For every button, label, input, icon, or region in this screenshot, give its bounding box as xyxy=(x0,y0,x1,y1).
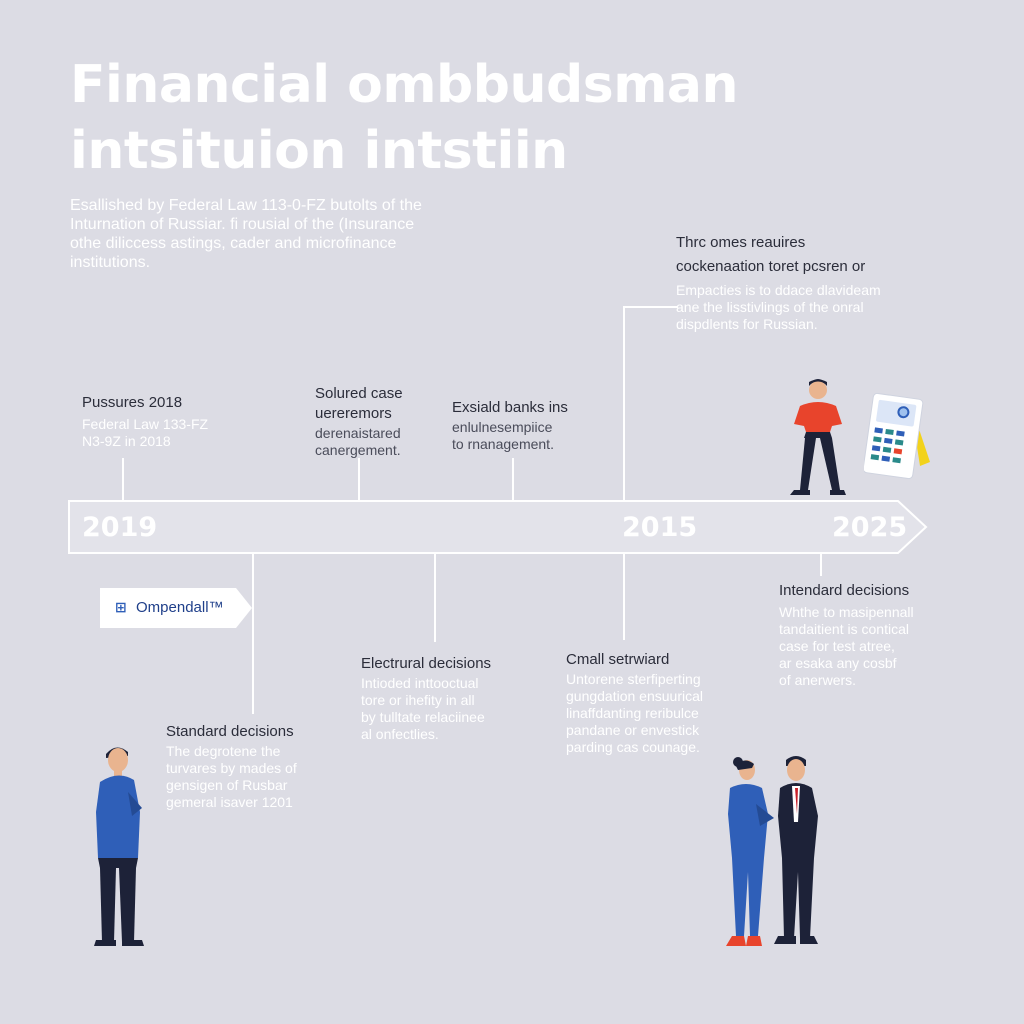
note-body-line: turvares by mades of xyxy=(166,760,297,776)
note-electrural: Electrural decisions Intioded inttooctua… xyxy=(361,655,531,743)
note-body-line: Federal Law 133-FZ xyxy=(82,416,209,432)
note-head: Exsiald banks ins xyxy=(452,399,568,416)
note-body-line: The degrotene the xyxy=(166,743,281,759)
two-people-talking-icon xyxy=(726,756,818,946)
connector xyxy=(624,306,678,308)
note-exsiald: Exsiald banks ins enlulnesempiice to rna… xyxy=(452,399,612,453)
year-label: 2015 xyxy=(622,512,698,543)
note-body-line: canergement. xyxy=(315,442,401,458)
note-head: Thrc omes reauires xyxy=(676,234,806,251)
calculator-icon xyxy=(864,392,930,480)
title-line-1: Financial ombbudsman xyxy=(70,55,738,115)
intro-paragraph: Esallished by Federal Law 113-0-FZ butol… xyxy=(70,196,490,272)
connector xyxy=(358,458,360,500)
man-blue-suit-icon xyxy=(94,747,144,946)
note-head: Pussures 2018 xyxy=(82,394,183,411)
note-body-line: parding cas counage. xyxy=(566,739,700,755)
note-head: Standard decisions xyxy=(166,723,294,740)
note-body-line: dispdlents for Russian. xyxy=(676,316,818,332)
page-title: Financial ombbudsman intsituion intstiin xyxy=(70,52,738,184)
connector xyxy=(122,458,124,500)
note-body-line: of anerwers. xyxy=(779,672,857,688)
note-pussures: Pussures 2018 Federal Law 133-FZ N3-9Z i… xyxy=(82,394,282,450)
note-head: Solured case xyxy=(315,385,403,402)
year-label: 2019 xyxy=(82,512,158,543)
title-line-2: intsituion intstiin xyxy=(70,121,568,181)
timeline-bar xyxy=(68,500,928,554)
note-body-line: enlulnesempiice xyxy=(452,419,553,435)
note-body-line: gungdation ensuurical xyxy=(566,688,703,704)
intro-line: Inturnation of Russiar. ﬁ rousial of the… xyxy=(70,216,415,233)
note-head: Electrural decisions xyxy=(361,655,492,672)
note-body-line: tore or ihefity in all xyxy=(361,692,475,708)
connector xyxy=(434,554,436,642)
note-body-line: gemeral isaver 1201 xyxy=(166,794,293,810)
note-body-line: Intioded inttooctual xyxy=(361,675,479,691)
connector xyxy=(512,458,514,500)
logo-badge xyxy=(100,588,252,628)
connector xyxy=(252,554,254,714)
note-body-line: tandaitient is contical xyxy=(779,621,909,637)
note-body-line: N3-9Z in 2018 xyxy=(82,433,171,449)
man-red-shirt-icon xyxy=(790,379,846,495)
note-body-line: by tulltate relaciinee xyxy=(361,709,485,725)
note-standard: Standard decisions The degrotene the tur… xyxy=(166,723,336,811)
note-body-line: al onfectlies. xyxy=(361,726,439,742)
note-top-right: Thrc omes reauires cockenaation toret pc… xyxy=(676,234,976,333)
logo-text: Ompendall™ xyxy=(136,599,224,616)
intro-line: Esallished by Federal Law 113-0-FZ butol… xyxy=(70,197,422,214)
intro-line: institutions. xyxy=(70,254,151,271)
note-head: cockenaation toret pcsren or xyxy=(676,258,866,275)
note-body-line: Empacties is to ddace dlavideam xyxy=(676,282,881,298)
note-body-line: pandane or envestick xyxy=(566,722,700,738)
note-solured: Solured case uereremors derenaistared ca… xyxy=(315,385,455,459)
intro-line: othe diliccess astings, cader and microf… xyxy=(70,235,397,252)
logo-mark-icon: ⊞ xyxy=(115,599,127,615)
note-head: Intendard decisions xyxy=(779,582,910,599)
note-body-line: to rnanagement. xyxy=(452,436,554,452)
note-head: Cmall setrwiard xyxy=(566,651,670,668)
connector xyxy=(623,554,625,640)
note-body-line: linaffdanting reribulce xyxy=(566,705,699,721)
connector xyxy=(820,554,822,576)
note-body-line: gensigen of Rusbar xyxy=(166,777,288,793)
note-intendard: Intendard decisions Whthe to masipennall… xyxy=(779,582,959,689)
note-body-line: ar esaka any cosbf xyxy=(779,655,897,671)
note-body-line: Untorene sterfiperting xyxy=(566,671,701,687)
note-cmall: Cmall setrwiard Untorene sterfiperting g… xyxy=(566,651,746,756)
note-body-line: Whthe to masipennall xyxy=(779,604,914,620)
note-body-line: case for test atree, xyxy=(779,638,895,654)
connector xyxy=(623,306,625,500)
note-body-line: ane the lisstivlings of the onral xyxy=(676,299,864,315)
note-body-line: derenaistared xyxy=(315,425,401,441)
note-head: uereremors xyxy=(315,405,392,422)
year-label: 2025 xyxy=(832,512,908,543)
